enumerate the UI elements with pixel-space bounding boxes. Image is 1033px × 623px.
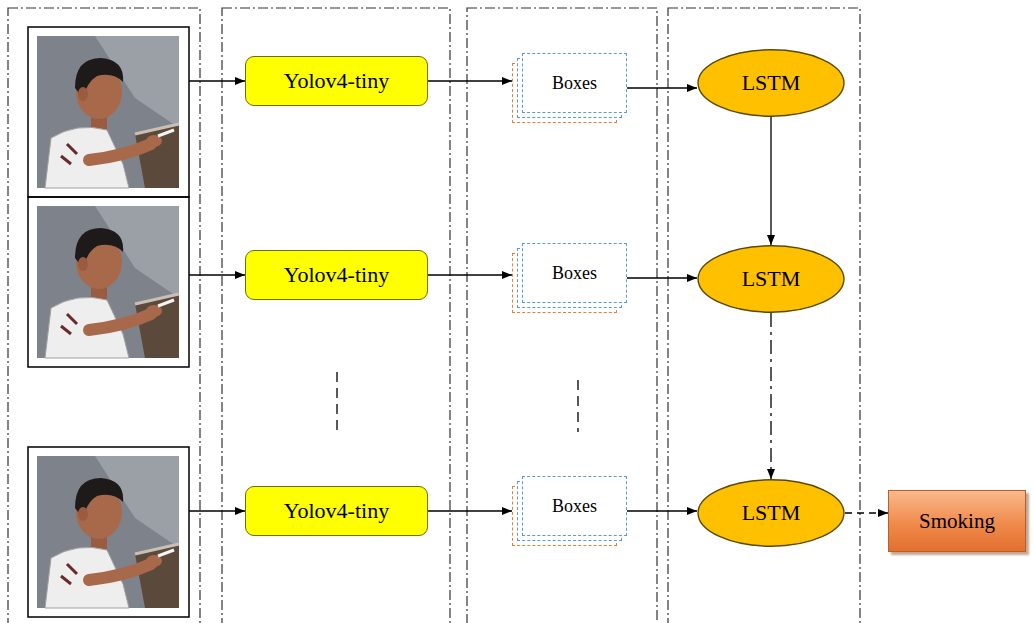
node-label: Yolov4-tiny: [284, 68, 389, 94]
ellipse-shape: [698, 246, 844, 312]
flow-arrow: [428, 80, 512, 81]
flow-arrow: [428, 274, 512, 275]
lstm-cell: LSTM: [697, 479, 845, 547]
column-frame: [222, 8, 450, 623]
node-label: LSTM: [742, 500, 801, 526]
flow-arrow: [627, 277, 697, 278]
node-label: Boxes: [552, 496, 597, 517]
input-arrow: [189, 80, 245, 81]
bounding-boxes-stack: Boxes: [512, 53, 627, 123]
ellipse-shape: [698, 50, 844, 116]
photo-illustration: [37, 456, 179, 608]
flow-arrow: [770, 117, 771, 245]
node-label: Boxes: [552, 263, 597, 284]
ellipse-shape: [698, 480, 844, 546]
node-label: LSTM: [742, 266, 801, 292]
input-arrow: [189, 274, 245, 275]
bounding-boxes-stack: Boxes: [512, 476, 627, 546]
text-group: Yolov4-tiny: [284, 68, 389, 94]
lstm-cell: LSTM: [697, 49, 845, 117]
flow-arrow: [845, 512, 888, 513]
text-group: Yolov4-tiny: [284, 498, 389, 524]
flow-arrow: [428, 510, 512, 511]
detector-box: Yolov4-tiny: [245, 56, 428, 106]
box-layer: Boxes: [522, 53, 627, 113]
detector-box: Yolov4-tiny: [245, 486, 428, 536]
flow-arrow: [627, 510, 697, 511]
text-group: Boxes: [552, 496, 597, 517]
node-label: Yolov4-tiny: [284, 262, 389, 288]
box-layer: Boxes: [522, 243, 627, 303]
photo-frame: [28, 447, 189, 617]
text-group: Boxes: [552, 263, 597, 284]
text-group: Yolov4-tiny: [284, 262, 389, 288]
text-group: Smoking: [919, 509, 995, 534]
node-label: Yolov4-tiny: [284, 498, 389, 524]
text-group: Boxes: [552, 73, 597, 94]
text-group: LSTM: [742, 70, 801, 96]
flow-arrow: [627, 87, 697, 88]
text-group: LSTM: [742, 500, 801, 526]
photo-illustration: [37, 36, 179, 188]
detector-box: Yolov4-tiny: [245, 250, 428, 300]
bounding-boxes-stack: Boxes: [512, 243, 627, 313]
flow-arrow: [770, 313, 771, 479]
continuation-line: [336, 372, 337, 434]
node-label: LSTM: [742, 70, 801, 96]
column-frame: [467, 8, 657, 623]
node-label: Boxes: [552, 73, 597, 94]
box-layer: Boxes: [522, 476, 627, 536]
photo-frame: [28, 27, 189, 197]
input-arrow: [189, 510, 245, 511]
text-group: LSTM: [742, 266, 801, 292]
output-box: Smoking: [888, 490, 1026, 552]
continuation-line: [577, 380, 578, 432]
column-frame: [668, 8, 860, 623]
photo-frame: [28, 197, 189, 367]
column-frame: [8, 8, 200, 623]
lstm-cell: LSTM: [697, 245, 845, 313]
photo-illustration: [37, 206, 179, 358]
node-label: Smoking: [919, 509, 995, 534]
